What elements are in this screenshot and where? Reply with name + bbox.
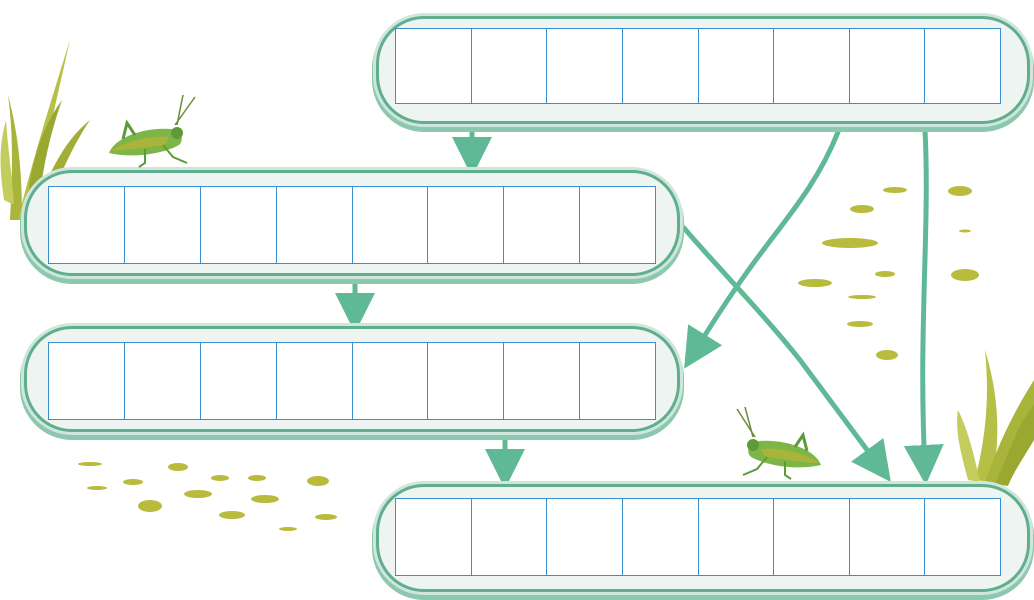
grasshopper-icon [109,95,195,167]
grasshopper-icon [737,407,821,479]
